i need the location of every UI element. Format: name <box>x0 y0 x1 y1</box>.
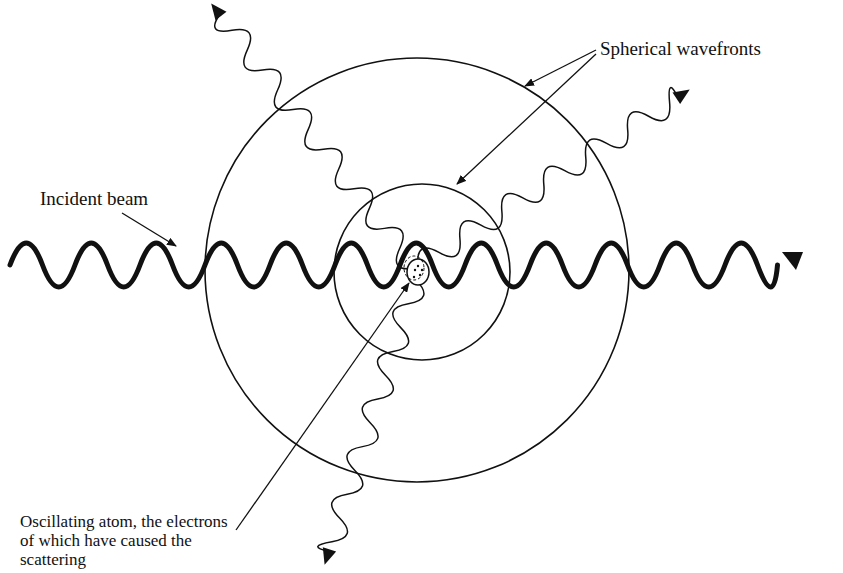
scattered-ray <box>313 276 427 568</box>
incident-arrowhead <box>782 252 803 270</box>
leader-line <box>525 50 596 86</box>
leader-line <box>236 283 409 530</box>
scattered-ray <box>202 0 425 275</box>
leader-line <box>122 213 176 246</box>
inner-wavefront <box>334 184 510 360</box>
leader-line <box>457 54 596 184</box>
atom-label: Oscillating atom, the electrons of which… <box>20 512 232 569</box>
wavefront-label: Spherical wavefronts <box>600 38 761 59</box>
beam-label: Incident beam <box>40 188 148 209</box>
oscillating-atom <box>404 256 429 285</box>
incident-wave <box>10 243 778 287</box>
